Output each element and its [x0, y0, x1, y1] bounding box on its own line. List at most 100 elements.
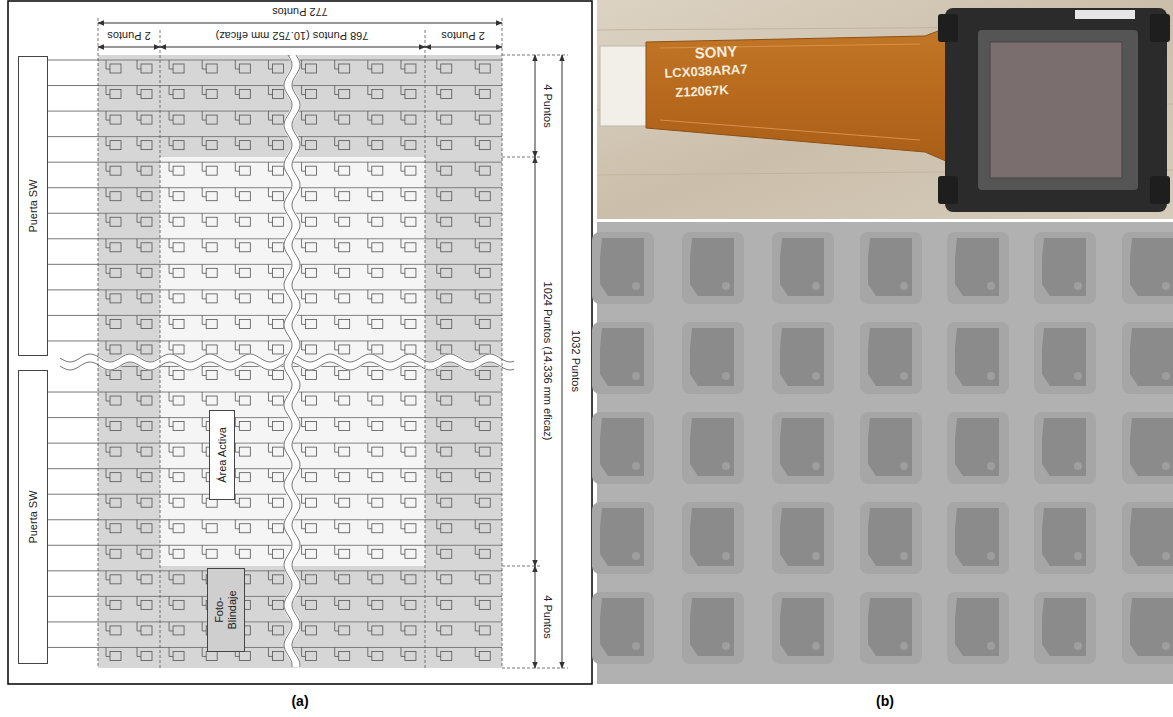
pixel-switch [335, 571, 339, 580]
pixel-switch [302, 264, 306, 273]
lcd-screen [990, 42, 1122, 178]
pixel-halo [682, 592, 744, 664]
pixel-halo [592, 412, 654, 484]
pixel-switch [137, 571, 141, 580]
pixel-switch [235, 341, 239, 350]
pixel-contact [1074, 552, 1082, 560]
pixel-cell [405, 396, 416, 405]
pixel-switch [302, 239, 306, 248]
gate-line [98, 392, 502, 393]
pixel-switch [235, 469, 239, 478]
pixel-cell [339, 217, 350, 226]
pixel-cell [110, 396, 121, 405]
pixel-switch [437, 392, 441, 401]
pixel-halo [947, 232, 1009, 304]
pixel-aperture [600, 598, 644, 656]
pixel-aperture [868, 508, 912, 566]
pixel-aperture [955, 508, 999, 566]
pixel-switch [202, 60, 206, 69]
pixel-switch [437, 571, 441, 580]
pixel-cell [110, 549, 121, 558]
gate-wire [48, 340, 98, 341]
pixel-cell [272, 549, 283, 558]
pixel-switch [235, 290, 239, 299]
pixel-cell [141, 115, 152, 124]
pixel-switch [302, 188, 306, 197]
pixel-switch [268, 162, 272, 171]
gate-line [98, 417, 502, 418]
pixel-switch [401, 264, 405, 273]
gate-wire [48, 647, 98, 648]
pixel-switch [202, 443, 206, 452]
pixel-cell [405, 243, 416, 252]
pixel-cell [272, 498, 283, 507]
pixel-switch [202, 86, 206, 95]
pixel-switch [368, 162, 372, 171]
pixel-cell [372, 396, 383, 405]
pixel-switch [106, 290, 110, 299]
pixel-switch [335, 188, 339, 197]
pixel-aperture [868, 598, 912, 656]
pixel-switch [169, 571, 173, 580]
pixel-switch [335, 596, 339, 605]
pixel-switch [268, 290, 272, 299]
pixel-cell [239, 64, 250, 73]
pixel-switch [401, 290, 405, 299]
pixel-halo [1034, 322, 1096, 394]
pixel-switch [475, 188, 479, 197]
pixel-halo [1122, 412, 1173, 484]
pixel-switch [335, 341, 339, 350]
pixel-cell [272, 371, 283, 380]
pixel-switch [137, 162, 141, 171]
pixel-switch [475, 239, 479, 248]
pixel-contact [812, 462, 820, 470]
pixel-switch [437, 469, 441, 478]
pixel-cell [479, 626, 490, 635]
pixel-cell [479, 192, 490, 201]
pixel-contact [1162, 372, 1170, 380]
pixel-switch [335, 137, 339, 146]
extension-line [160, 30, 161, 668]
dimension-line [535, 55, 536, 157]
pixel-cell [441, 575, 452, 584]
pixel-switch [437, 418, 441, 427]
pixel-cell [306, 371, 317, 380]
pixel-switch [169, 60, 173, 69]
pixel-cell [206, 90, 217, 99]
pixel-switch [235, 494, 239, 503]
pixel-cell [272, 90, 283, 99]
pixel-switch [302, 213, 306, 222]
pixel-switch [169, 137, 173, 146]
pixel-switch [302, 545, 306, 554]
pixel-switch [335, 367, 339, 376]
ribbon-print: SONY [694, 42, 737, 61]
extension-line [502, 157, 540, 158]
dimension-line [98, 23, 502, 24]
pixel-cell [441, 217, 452, 226]
gate-wire [48, 187, 98, 188]
pixel-switch [106, 162, 110, 171]
pixel-switch [137, 647, 141, 656]
pixel-switch [335, 162, 339, 171]
pixel-aperture [600, 418, 644, 476]
pixel-cell [173, 294, 184, 303]
pixel-aperture [1130, 508, 1173, 566]
pixel-cell [479, 524, 490, 533]
pixel-switch [268, 647, 272, 656]
pixel-switch [475, 469, 479, 478]
pixel-cell [272, 64, 283, 73]
pixel-cell [173, 626, 184, 635]
pixel-switch [437, 622, 441, 631]
gate-line [98, 136, 502, 137]
pixel-switch [235, 188, 239, 197]
pixel-cell [339, 549, 350, 558]
pixel-switch [368, 239, 372, 248]
pixel-switch [475, 520, 479, 529]
pixel-contact [987, 642, 995, 650]
pixel-cell [405, 192, 416, 201]
pixel-aperture [955, 238, 999, 296]
pixel-aperture [600, 328, 644, 386]
pixel-cell [479, 371, 490, 380]
pixel-cell [372, 422, 383, 431]
